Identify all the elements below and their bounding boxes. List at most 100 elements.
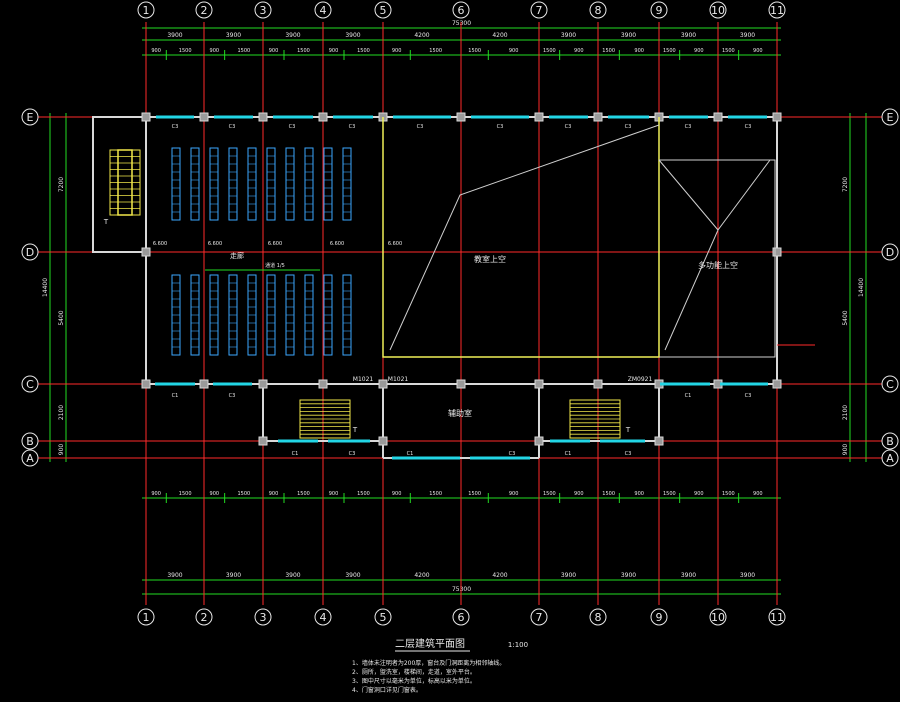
dim-bottom-bays-label: 3900: [561, 572, 576, 579]
axis-bubble-8-bottom: [589, 608, 607, 626]
seat-row: [209, 147, 219, 221]
axis-bubble-7-top: [530, 1, 548, 19]
dim-bottom-segments-label: 1500: [297, 491, 310, 497]
axis-bubble-4-top: [314, 1, 332, 19]
axis-label-5: 5: [380, 611, 387, 624]
dim-top-bays-label: 4200: [414, 32, 429, 39]
stair-left-well: [117, 149, 133, 216]
walls: [92, 112, 815, 460]
dim-top-segments-label: 900: [694, 48, 704, 54]
axis-label-10: 10: [711, 4, 725, 17]
axis-label-9: 9: [656, 4, 663, 17]
axis-label-4: 4: [320, 4, 327, 17]
dim-top-bays-label: 3900: [345, 32, 360, 39]
window-label: C3: [625, 451, 632, 457]
dim-bottom-segments-label: 900: [694, 491, 704, 497]
axis-bubble-9-bottom: [650, 608, 668, 626]
column-E: [141, 112, 151, 122]
void-outline-2: [659, 159, 776, 358]
dim-top-segments-label: 900: [329, 48, 339, 54]
dim-bottom-segments-label: 900: [210, 491, 220, 497]
dim-bottom-segments-label: 1500: [663, 491, 676, 497]
column-E: [772, 112, 782, 122]
stair-mark-mid: T: [352, 426, 358, 434]
axis-label-6: 6: [458, 4, 465, 17]
column-C: [378, 379, 388, 389]
dim-bottom-bays-label: 3900: [740, 572, 755, 579]
column-E: [534, 112, 544, 122]
axis-label-A: A: [886, 452, 894, 465]
column-E: [713, 112, 723, 122]
dim-bottom-segments-label: 1500: [237, 491, 250, 497]
dim-bottom-segments-label: 900: [329, 491, 339, 497]
dim-bottom-segments-label: 900: [151, 491, 161, 497]
drawing-note: 2、厕所，盥洗室，楼梯间，走道，室外平台。: [352, 668, 476, 676]
window-label: C1: [685, 393, 692, 399]
window-label: C1: [292, 451, 299, 457]
dim-left-parts-label: 2100: [58, 405, 65, 420]
dim-top-segments-label: 900: [210, 48, 220, 54]
dim-top-segments-label: 1500: [722, 48, 735, 54]
window-label-E: C3: [289, 124, 296, 130]
column-B: [534, 436, 544, 446]
column-C: [772, 379, 782, 389]
axis-bubble-A-right: [881, 449, 899, 467]
column-E: [456, 112, 466, 122]
dim-top-segments-label: 1500: [429, 48, 442, 54]
column-B: [654, 436, 664, 446]
dim-bottom-segments-label: 1500: [543, 491, 556, 497]
dim-bottom-segments-label: 1500: [429, 491, 442, 497]
dim-bottom-total-label: 75300: [452, 586, 471, 593]
dim-bottom-bays-label: 3900: [345, 572, 360, 579]
column-C: [456, 379, 466, 389]
dim-bottom-segments-label: 1500: [468, 491, 481, 497]
dim-bottom-segments-label: 900: [392, 491, 402, 497]
axis-bubble-4-bottom: [314, 608, 332, 626]
axis-bubble-1-bottom: [137, 608, 155, 626]
axis-bubble-D-right: [881, 243, 899, 261]
drawing-scale: 1:100: [508, 641, 528, 649]
axis-bubble-3-top: [254, 1, 272, 19]
axis-label-1: 1: [143, 4, 150, 17]
dim-top-bays-label: 3900: [681, 32, 696, 39]
dim-right-parts-label: 900: [842, 444, 849, 456]
window-label: C3: [349, 451, 356, 457]
column-B: [378, 436, 388, 446]
dim-left-parts-label: 7200: [58, 177, 65, 192]
axis-label-8: 8: [595, 611, 602, 624]
hall-outline: [382, 117, 660, 358]
axis-bubble-2-top: [195, 1, 213, 19]
axis-bubble-6-bottom: [452, 608, 470, 626]
window-label: C3: [745, 393, 752, 399]
dim-top-bays-label: 3900: [740, 32, 755, 39]
axis-label-11: 11: [770, 4, 784, 17]
dim-bottom-segments-label: 1500: [179, 491, 192, 497]
dim-bottom-bays-label: 3900: [681, 572, 696, 579]
dim-top-bays-label: 3900: [561, 32, 576, 39]
dim-top-segments-label: 1500: [543, 48, 556, 54]
column-C: [534, 379, 544, 389]
dim-top-segments-label: 900: [392, 48, 402, 54]
dim-left-total-label: 14400: [42, 278, 49, 297]
axis-label-6: 6: [458, 611, 465, 624]
seat-row: [342, 147, 352, 221]
axis-label-9: 9: [656, 611, 663, 624]
dim-bottom-segments-label: 900: [753, 491, 763, 497]
label-office: 辅助室: [448, 408, 472, 418]
window-label-E: C3: [229, 124, 236, 130]
door-label-2: M1021: [388, 376, 409, 383]
dim-bottom-segments-label: 900: [269, 491, 279, 497]
dim-top-segments-label: 900: [269, 48, 279, 54]
drawing-note: 4、门窗洞口详见门窗表。: [352, 686, 422, 694]
dim-bottom-bays-label: 3900: [226, 572, 241, 579]
dim-top-segments-label: 1500: [237, 48, 250, 54]
column-E: [593, 112, 603, 122]
axis-label-C: C: [26, 378, 34, 391]
axis-label-7: 7: [536, 611, 543, 624]
axis-bubble-B-right: [881, 432, 899, 450]
axis-label-2: 2: [201, 611, 208, 624]
axis-label-10: 10: [711, 611, 725, 624]
